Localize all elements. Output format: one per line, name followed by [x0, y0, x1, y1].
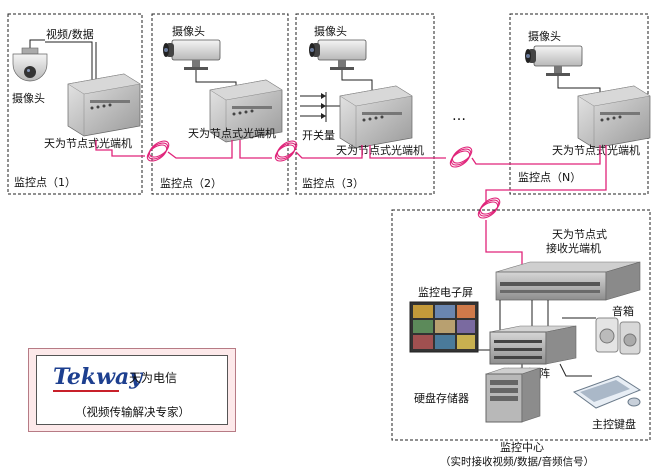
transmitter-icon — [67, 73, 141, 137]
camera-label: 摄像头 — [12, 91, 45, 105]
transmitter-label: 天为节点式光端机 — [336, 143, 424, 157]
logo-card: Tekway 天为电信 （视频传输解决专家） — [36, 355, 228, 425]
logo-panel: Tekway 天为电信 （视频传输解决专家） — [28, 348, 236, 432]
monitoring-center: 天为节点式 接收光端机 监控电子屏 音箱 — [391, 209, 651, 468]
monitoring-point-1: 视频/数据 摄像头 天为节点式光端机 监控点（1） — [7, 13, 143, 195]
transmitter-label: 天为节点式光端机 — [188, 126, 276, 140]
transmitter-icon — [339, 85, 413, 149]
tekway-logo: Tekway — [53, 364, 143, 390]
camera-label: 摄像头 — [528, 29, 561, 43]
point-label: 监控点（3） — [302, 176, 364, 190]
switch-label: 开关量 — [302, 128, 335, 142]
point-3-border — [295, 13, 435, 195]
box-camera-icon — [308, 39, 367, 71]
monitoring-point-3: 摄像头 开关量 天为节点式光端机 监控点（3） — [295, 13, 435, 195]
fiber-backbone — [95, 137, 607, 266]
transmitter-icon — [577, 85, 651, 149]
monitoring-point-n: 摄像头 天为节点式光端机 监控点（N） — [509, 13, 651, 195]
transmitter-label: 天为节点式光端机 — [552, 143, 640, 157]
speaker-label: 音箱 — [612, 304, 634, 318]
camera-mount-wire — [29, 39, 45, 48]
center-subtitle: （实时接收视频/数据/音频信号） — [440, 455, 594, 468]
video-data-wire — [45, 41, 110, 83]
camera-wire — [557, 76, 601, 94]
speaker-icon — [595, 317, 641, 355]
center-border — [391, 209, 651, 441]
point-label: 监控点（N） — [518, 170, 581, 184]
company-name: 天为电信 — [129, 371, 178, 385]
box-camera-icon — [524, 45, 583, 77]
camera-label: 摄像头 — [314, 24, 347, 38]
storage-label: 硬盘存储器 — [414, 391, 469, 405]
video-data-label: 视频/数据 — [46, 27, 94, 41]
keyboard-icon — [572, 375, 642, 409]
video-wall-icon — [409, 301, 479, 353]
point-2-border — [151, 13, 289, 195]
point-1-border — [7, 13, 143, 195]
receiver-label-line1: 天为节点式 — [552, 228, 607, 241]
point-label: 监控点（1） — [14, 175, 76, 189]
dome-camera-icon — [12, 47, 48, 82]
keyboard-label: 主控键盘 — [592, 417, 636, 431]
camera-label: 摄像头 — [172, 24, 205, 38]
receiver-label-line2: 接收光端机 — [546, 241, 601, 255]
company-tagline: （视频传输解决专家） — [75, 405, 190, 419]
disk-storage-icon — [485, 367, 541, 423]
box-camera-icon — [162, 39, 221, 71]
ellipsis: … — [452, 108, 466, 124]
monitoring-point-2: 摄像头 天为节点式光端机 监控点（2） — [151, 13, 289, 195]
transmitter-label: 天为节点式光端机 — [44, 136, 132, 150]
screen-label: 监控电子屏 — [418, 285, 473, 299]
switch-input-arrows — [300, 92, 340, 122]
camera-wire — [341, 70, 373, 92]
video-matrix-icon — [489, 325, 577, 365]
point-label: 监控点（2） — [160, 176, 222, 190]
logo-underline — [53, 390, 119, 392]
receiver-rack-icon — [495, 261, 641, 301]
center-title: 监控中心 — [500, 440, 544, 454]
